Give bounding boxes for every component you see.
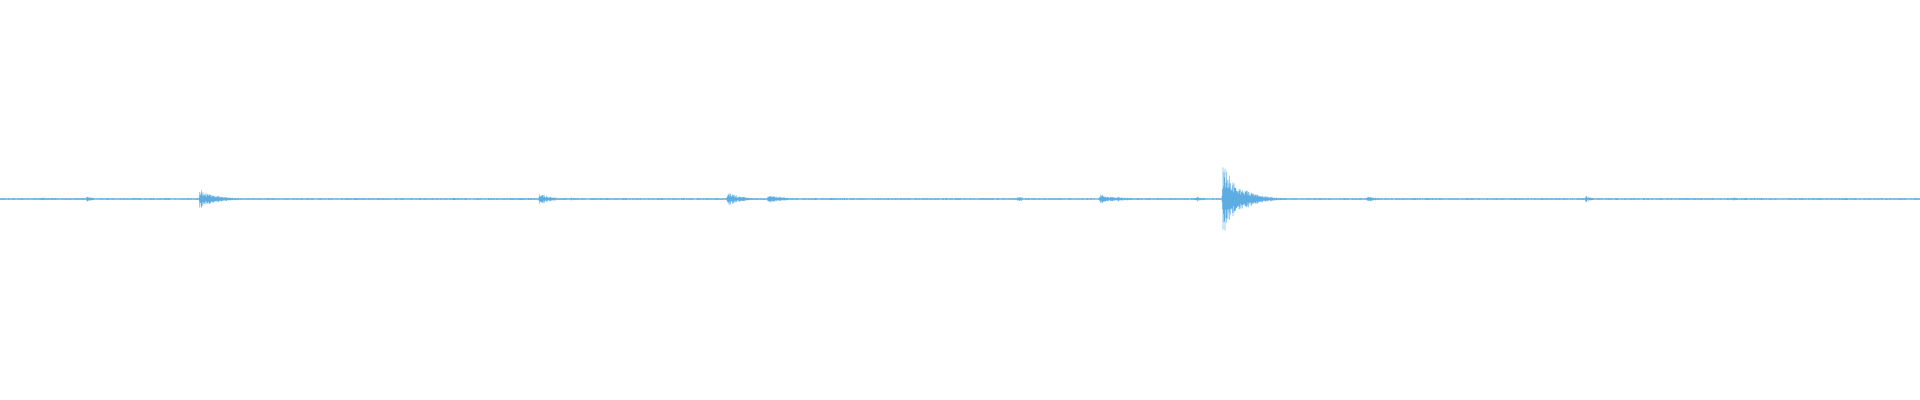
waveform-trace <box>0 167 1920 231</box>
